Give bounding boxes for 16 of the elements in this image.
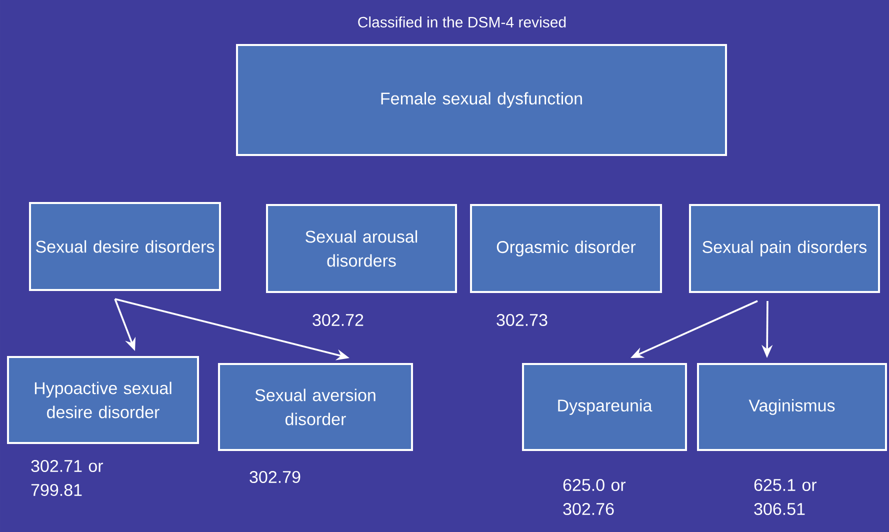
process-box: Female sexual dysfunction [236,44,727,156]
code-label: 625.1 or 306.51 [754,478,817,516]
code-label: 625.0 or 302.76 [563,478,626,516]
process-box: Sexual pain disorders [689,204,880,293]
code-label: 302.79 [250,470,300,484]
process-box: Sexual arousal disorders [266,204,457,293]
title: Classified in the DSM-4 revised [358,16,566,28]
process-box: Hypoactive sexual desire disorder [7,356,199,444]
code-label: 302.71 or 799.81 [31,460,104,496]
process-box: Sexual desire disorders [29,202,221,291]
process-box: Sexual aversion disorder [218,363,413,451]
code-label: 302.72 [312,314,364,326]
code-label: 302.73 [496,314,548,326]
process-box: Vaginismus [697,363,887,451]
process-box: Dyspareunia [522,363,687,451]
process-box: Orgasmic disorder [470,204,662,293]
